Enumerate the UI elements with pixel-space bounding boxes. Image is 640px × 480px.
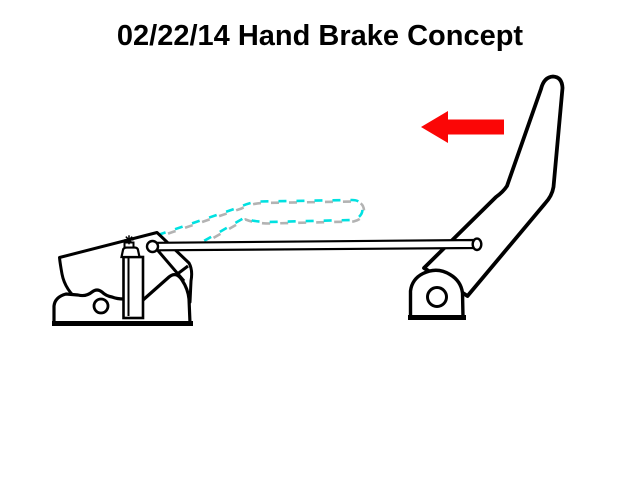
base-mounting-hole xyxy=(92,297,110,315)
lever-arm xyxy=(422,74,565,298)
rod-clevis-eye xyxy=(145,239,160,254)
phantom-dash-cyan-stroke xyxy=(157,198,364,243)
rod-end-cap xyxy=(471,237,483,252)
hand-lever xyxy=(422,74,565,298)
bleeder-star-icon xyxy=(124,235,134,245)
phantom-lever-outline xyxy=(157,198,366,245)
lever-pivot-base xyxy=(408,268,466,320)
rod-body xyxy=(155,238,476,252)
cylinder-body xyxy=(122,255,145,320)
page-title: 02/22/14 Hand Brake Concept xyxy=(116,20,524,52)
connecting-rod xyxy=(145,237,483,254)
master-cylinder xyxy=(120,235,145,320)
pedal-base xyxy=(52,273,193,326)
cylinder-cap xyxy=(120,246,141,259)
phantom-dash-gray-stroke xyxy=(159,200,366,245)
pivot-hole xyxy=(426,286,448,308)
pull-direction-arrow-icon xyxy=(421,111,504,143)
pedal-base-outline xyxy=(52,273,192,325)
